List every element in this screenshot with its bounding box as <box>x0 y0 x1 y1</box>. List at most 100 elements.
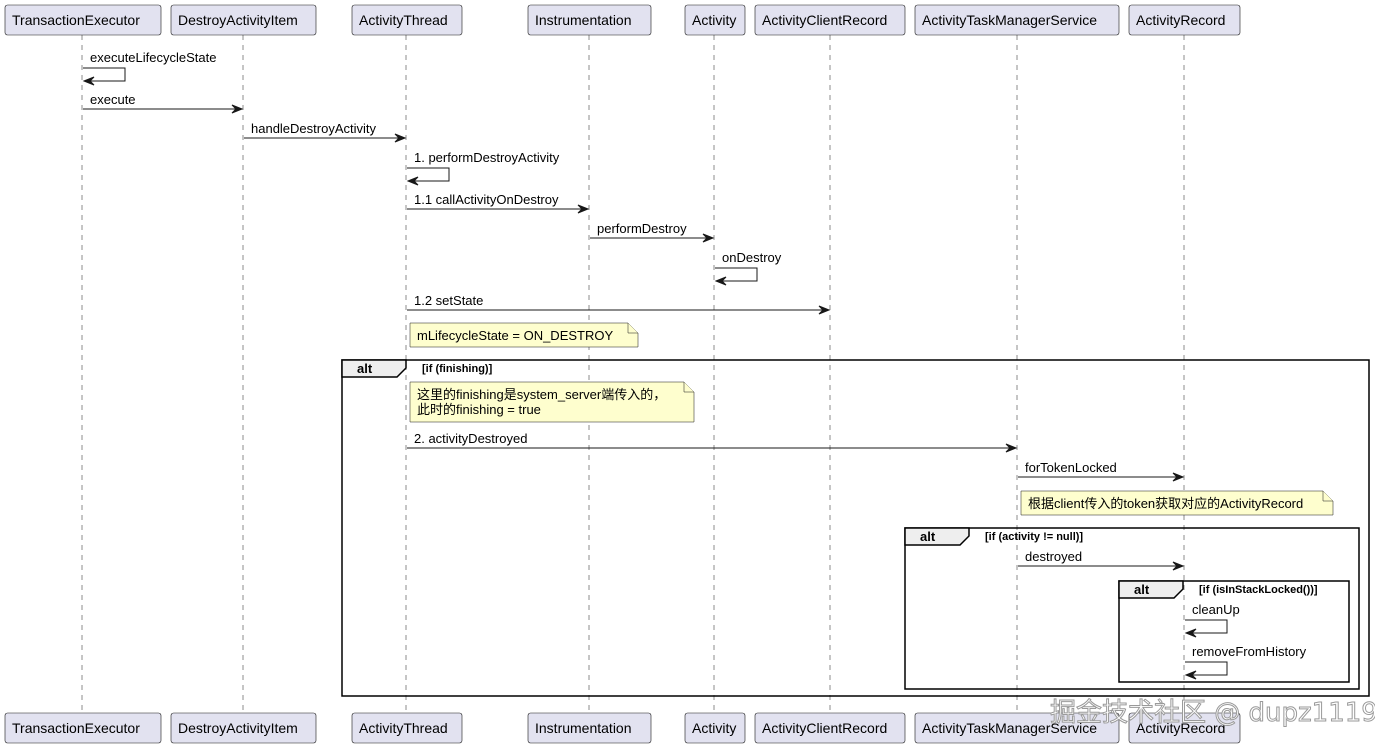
participant-label: ActivityThread <box>359 720 448 736</box>
message-label: cleanUp <box>1192 602 1240 617</box>
participant-activity-thread-bottom: ActivityThread <box>351 712 463 744</box>
message-label: onDestroy <box>722 250 782 265</box>
message-call-activity-on-destroy: 1.1 callActivityOnDestroy <box>407 192 590 214</box>
participant-activity-task-manager-service-top: ActivityTaskManagerService <box>914 4 1120 36</box>
participant-activity-top: Activity <box>684 4 746 36</box>
message-perform-destroy-activity: 1. performDestroyActivity <box>406 150 560 186</box>
arrow-head <box>1172 472 1185 482</box>
fragment-operator: alt <box>1134 582 1150 597</box>
participant-box <box>754 4 906 36</box>
note-line: 此时的finishing = true <box>417 402 541 417</box>
fragment-guard: [if (isInStackLocked())] <box>1199 584 1318 596</box>
participant-label: DestroyActivityItem <box>178 720 298 736</box>
fragment-guard: [if (finishing)] <box>422 363 493 375</box>
participant-box <box>170 712 317 744</box>
self-call-line <box>1185 619 1228 634</box>
message-label: 1.1 callActivityOnDestroy <box>414 192 559 207</box>
message-destroyed: destroyed <box>1018 549 1185 571</box>
participant-destroy-activity-item-top: DestroyActivityItem <box>170 4 317 36</box>
arrow-head <box>406 176 419 186</box>
message-label: execute <box>90 92 136 107</box>
note-corner <box>627 323 638 334</box>
message-execute: execute <box>83 92 244 114</box>
fragment-tab <box>1118 580 1184 599</box>
fragment-operator: alt <box>357 361 373 376</box>
note-body <box>409 381 695 423</box>
participant-box <box>1128 4 1241 36</box>
arrow-head <box>1172 561 1185 571</box>
self-call-line <box>715 267 758 282</box>
participant-activity-task-manager-service-bottom: ActivityTaskManagerService <box>914 712 1120 744</box>
message-set-state: 1.2 setState <box>407 293 831 315</box>
participant-box <box>4 4 162 36</box>
alt-fragment-1: alt [if (finishing)] <box>341 359 1370 697</box>
fragment-tab <box>341 359 407 378</box>
message-handle-destroy-activity: handleDestroyActivity <box>244 121 407 143</box>
arrow-head <box>577 204 590 214</box>
notes: mLifecycleState = ON_DESTROY 这里的finishing… <box>409 322 1334 516</box>
fragment-frame <box>341 359 1370 697</box>
combined-fragments: alt [if (finishing)] alt[if (activity != n… <box>341 359 1370 697</box>
participant-label: DestroyActivityItem <box>178 12 298 28</box>
participant-label: TransactionExecutor <box>12 720 140 736</box>
arrow-head <box>1005 443 1018 453</box>
participant-activity-client-record-top: ActivityClientRecord <box>754 4 906 36</box>
participant-box <box>170 4 317 36</box>
note-2: 这里的finishing是system_server端传入的，此时的finish… <box>409 381 695 423</box>
message-label: executeLifecycleState <box>90 50 216 65</box>
message-label: forTokenLocked <box>1025 460 1117 475</box>
participant-box <box>914 4 1120 36</box>
participant-destroy-activity-item-bottom: DestroyActivityItem <box>170 712 317 744</box>
participants: TransactionExecutorTransactionExecutorDe… <box>4 4 1241 744</box>
participant-box <box>914 712 1120 744</box>
note-body <box>409 322 639 348</box>
note-line: 根据client传入的token获取对应的ActivityRecord <box>1028 496 1303 511</box>
participant-label: Instrumentation <box>535 720 632 736</box>
participant-instrumentation-top: Instrumentation <box>527 4 652 36</box>
fragment-frame <box>904 527 1360 690</box>
participant-box <box>527 712 652 744</box>
arrow-head <box>714 276 727 286</box>
arrow-head <box>702 233 715 243</box>
message-label: destroyed <box>1025 549 1082 564</box>
participant-label: ActivityClientRecord <box>762 720 887 736</box>
participant-box <box>351 712 463 744</box>
participant-box <box>351 4 463 36</box>
participant-box <box>684 712 746 744</box>
participant-label: ActivityClientRecord <box>762 12 887 28</box>
messages: executeLifecycleState execute handleDestro… <box>82 50 1307 680</box>
note-body <box>1020 490 1334 516</box>
participant-box <box>754 712 906 744</box>
participant-label: ActivityTaskManagerService <box>922 720 1097 736</box>
watermark-text: 掘金技术社区 @ dupz1119 <box>1050 698 1375 728</box>
note-line: mLifecycleState = ON_DESTROY <box>417 328 613 343</box>
alt-fragment-2: alt[if (activity != null)] <box>904 527 1360 690</box>
fragment-tab <box>904 527 970 546</box>
message-label: 1. performDestroyActivity <box>414 150 560 165</box>
message-remove-from-history: removeFromHistory <box>1184 644 1307 680</box>
arrow-head <box>231 104 244 114</box>
message-execute-lifecycle-state: executeLifecycleState <box>82 50 216 86</box>
message-clean-up: cleanUp <box>1184 602 1240 638</box>
message-on-destroy: onDestroy <box>714 250 782 286</box>
participant-label: Activity <box>692 720 736 736</box>
participant-activity-record-top: ActivityRecord <box>1128 4 1241 36</box>
message-activity-destroyed: 2. activityDestroyed <box>407 431 1018 453</box>
participant-transaction-executor-bottom: TransactionExecutor <box>4 712 162 744</box>
participant-label: ActivityThread <box>359 12 448 28</box>
participant-activity-record-bottom: ActivityRecord <box>1128 712 1241 744</box>
note-corner <box>683 382 694 393</box>
arrow-head <box>82 76 95 86</box>
note-1: mLifecycleState = ON_DESTROY <box>409 322 639 348</box>
lifelines <box>81 35 1185 713</box>
note-line: 这里的finishing是system_server端传入的， <box>417 387 666 402</box>
message-perform-destroy: performDestroy <box>590 221 715 243</box>
message-label: removeFromHistory <box>1192 644 1307 659</box>
participant-box <box>684 4 746 36</box>
participant-activity-bottom: Activity <box>684 712 746 744</box>
self-call-line <box>407 167 450 182</box>
arrow-head <box>1184 670 1197 680</box>
self-call-line <box>83 67 126 82</box>
participant-label: ActivityRecord <box>1136 720 1225 736</box>
